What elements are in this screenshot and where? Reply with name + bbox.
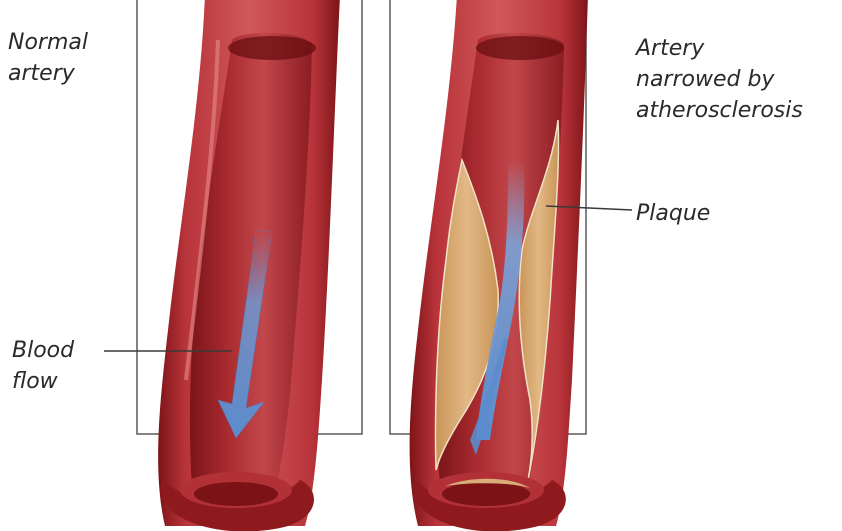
narrowed-artery-label-line-2: narrowed by bbox=[636, 64, 803, 95]
narrowed-artery-label-line-3: atherosclerosis bbox=[636, 95, 803, 126]
normal-artery-top-opening bbox=[228, 36, 316, 60]
plaque-label-text: Plaque bbox=[636, 198, 710, 229]
narrowed-artery bbox=[410, 0, 588, 531]
blood-flow-label-line-1: Blood bbox=[12, 335, 74, 366]
blood-flow-label-line-2: flow bbox=[12, 366, 74, 397]
normal-artery-label-line-1: Normal bbox=[8, 27, 88, 58]
normal-artery bbox=[158, 0, 340, 531]
plaque-label: Plaque bbox=[636, 198, 710, 229]
narrowed-artery-top-opening bbox=[476, 36, 564, 60]
blood-flow-label: Blood flow bbox=[12, 335, 74, 397]
normal-artery-label: Normal artery bbox=[8, 27, 88, 89]
normal-artery-label-line-2: artery bbox=[8, 58, 88, 89]
narrowed-artery-label-line-1: Artery bbox=[636, 33, 803, 64]
narrowed-artery-label: Artery narrowed by atherosclerosis bbox=[636, 33, 803, 126]
